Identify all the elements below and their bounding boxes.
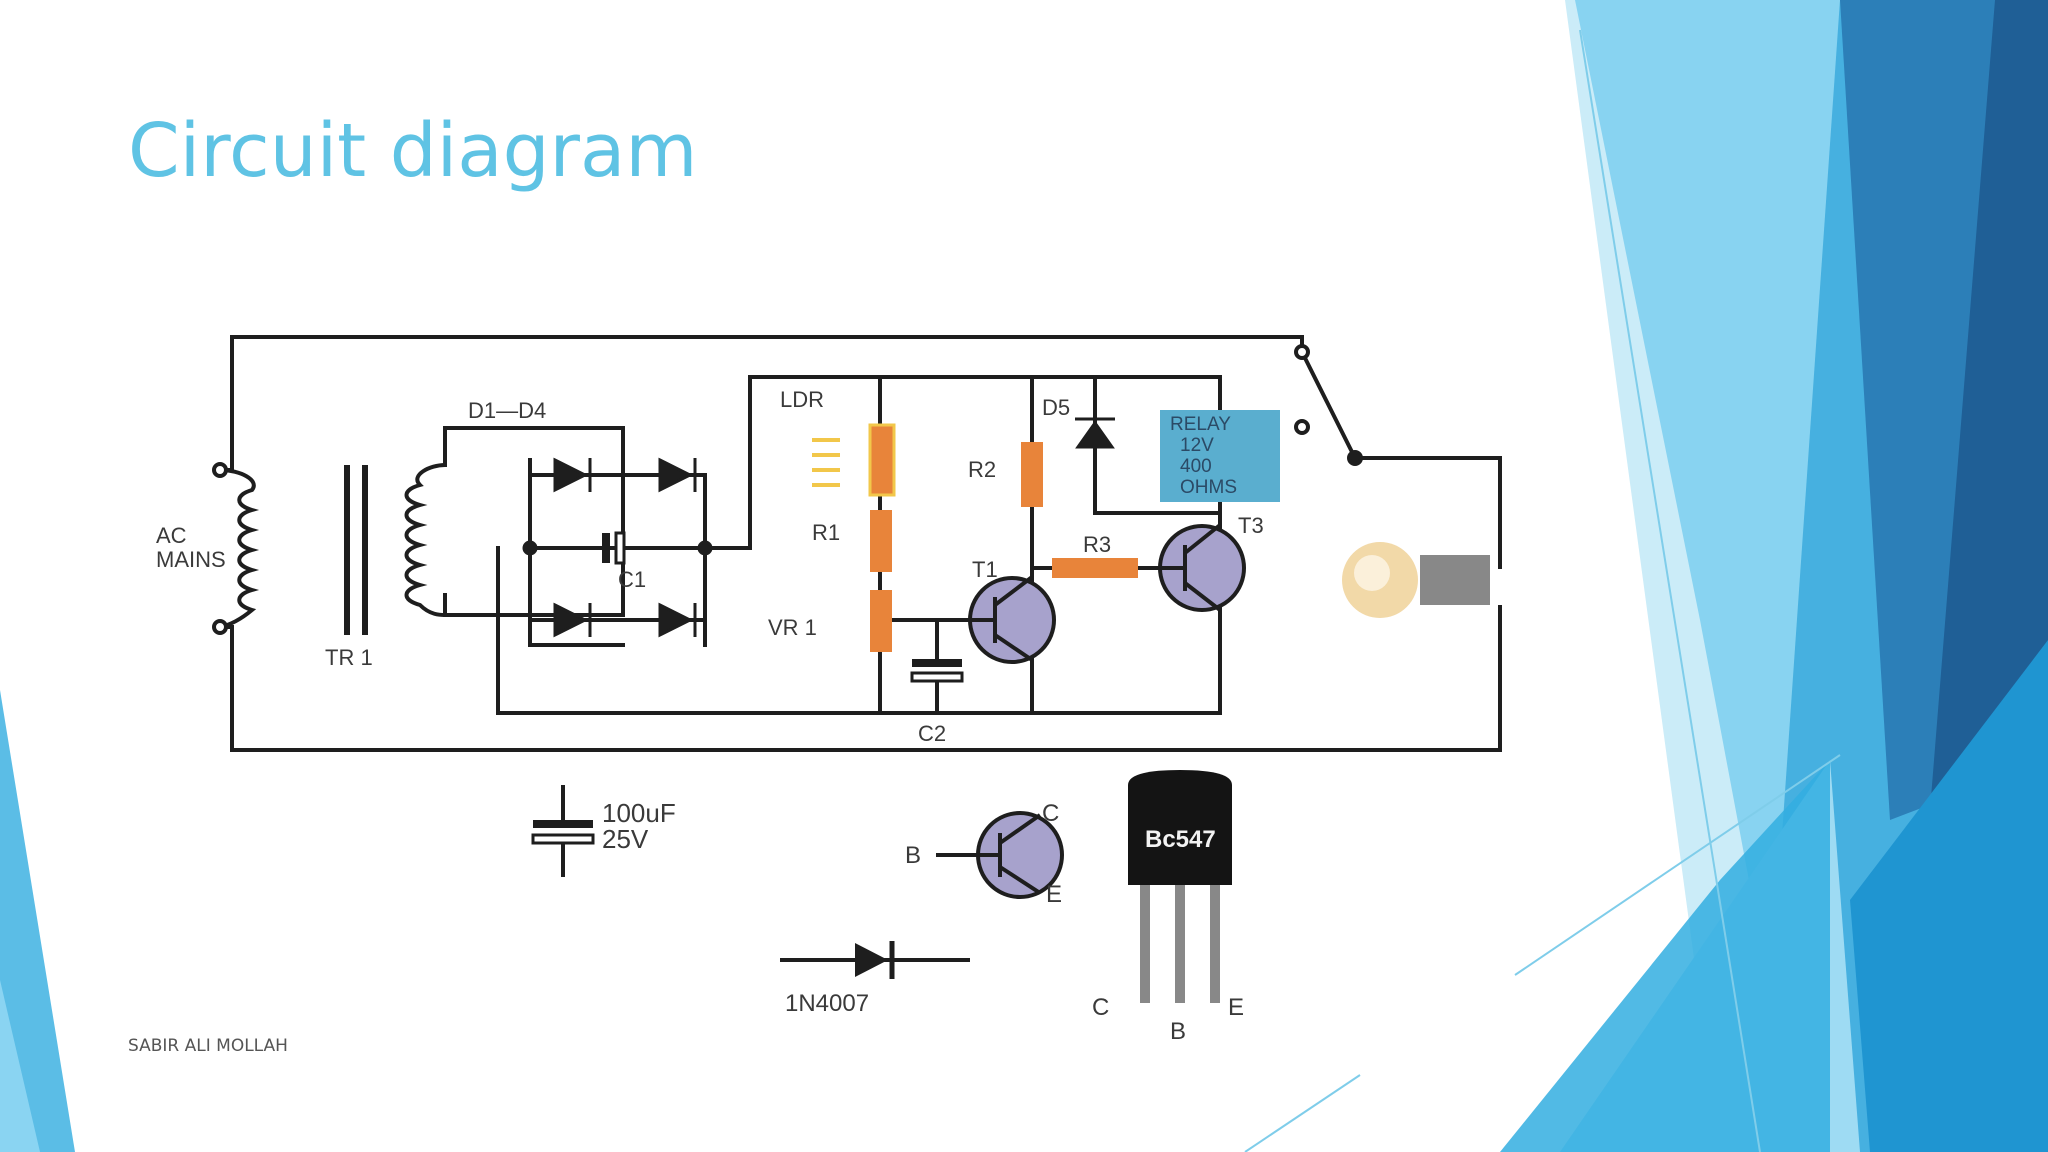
label-d1-d4: D1—D4	[468, 398, 546, 423]
legend-capacitor: 100uF 25V	[531, 785, 676, 877]
legend-pin-c: C	[1042, 800, 1059, 827]
legend-pkg-c: C	[1092, 994, 1109, 1021]
resistor-r2	[1021, 442, 1043, 507]
label-r1: R1	[812, 520, 840, 545]
legend-capacitor-value: 100uF	[602, 798, 676, 828]
right-accent-deep	[1930, 0, 2048, 810]
legend-transistor: B C E	[905, 800, 1064, 908]
deco-line	[1514, 754, 1841, 976]
rectifier-wire	[443, 426, 625, 617]
label-ldr: LDR	[780, 387, 824, 412]
relay-label: 12V	[1180, 435, 1214, 456]
legend-diode-label: 1N4007	[785, 990, 869, 1017]
label-vr1: VR 1	[768, 615, 817, 640]
relay-switch	[1294, 344, 1363, 466]
label-tr1: TR 1	[325, 645, 373, 670]
label-r3: R3	[1083, 532, 1111, 557]
rectifier-wire	[703, 375, 1222, 715]
label-c2: C2	[918, 721, 946, 746]
deco-line	[1579, 29, 1761, 1152]
left-accent-shape-light	[0, 980, 40, 1152]
label-mains: MAINS	[156, 547, 226, 572]
slide-title: Circuit diagram	[128, 108, 698, 194]
capacitor-c1	[602, 531, 626, 565]
relay: RELAY 12V 400 OHMS	[1160, 410, 1280, 502]
bottom-accent-mid	[1500, 760, 1830, 1152]
legend-pin-e: E	[1046, 881, 1062, 908]
bridge-diodes	[522, 457, 713, 638]
legend-pin-b: B	[905, 842, 921, 869]
legend-pkg-e: E	[1228, 994, 1244, 1021]
resistor-r1	[870, 510, 892, 572]
label-r2: R2	[968, 457, 996, 482]
label-t1: T1	[972, 557, 998, 582]
label-ac: AC	[156, 523, 187, 548]
legend-package-label: Bc547	[1145, 826, 1216, 853]
capacitor-c2	[910, 659, 964, 683]
transistor-t1	[968, 575, 1056, 664]
relay-label: OHMS	[1180, 477, 1237, 498]
lamp-wire	[1353, 456, 1502, 569]
transformer-tr1	[212, 462, 446, 635]
ldr	[812, 423, 896, 497]
relay-label: 400	[1180, 456, 1212, 477]
rectifier-wire	[496, 546, 882, 715]
deco-line	[1244, 1074, 1361, 1152]
variable-resistor-vr1	[870, 590, 892, 652]
outer-wire	[218, 335, 1304, 472]
legend-package: Bc547 C B E	[1092, 770, 1244, 1045]
resistor-r3	[1052, 558, 1138, 578]
label-c1: C1	[618, 567, 646, 592]
transistor-t3	[1158, 523, 1246, 612]
rectifier-wire	[528, 458, 625, 647]
legend-diode: 1N4007	[780, 941, 970, 1017]
relay-label: RELAY	[1170, 414, 1231, 435]
slide-footer: SABIR ALI MOLLAH	[128, 1036, 288, 1056]
label-d5: D5	[1042, 395, 1070, 420]
legend-pkg-b: B	[1170, 1018, 1186, 1045]
lamp	[1342, 542, 1490, 618]
diode-d5	[1075, 417, 1115, 449]
left-accent-shape	[0, 690, 75, 1152]
outer-wire	[218, 605, 1502, 752]
right-accent-blue	[1850, 640, 2048, 1152]
label-t3: T3	[1238, 513, 1264, 538]
circuit-diagram: RELAY 12V 400 OHMS	[156, 335, 1502, 1045]
legend-capacitor-voltage: 25V	[602, 824, 649, 854]
